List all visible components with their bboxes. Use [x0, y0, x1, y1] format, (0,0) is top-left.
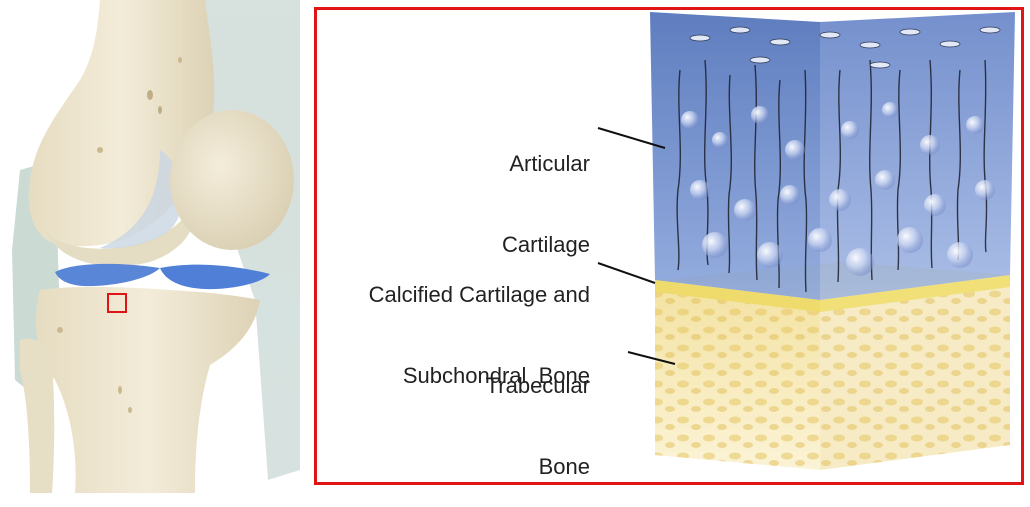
fibula-bone [20, 339, 54, 493]
knee-joint-illustration [0, 0, 310, 493]
label-trabecular-line1: Trabecular [440, 372, 590, 399]
meniscus-medial [55, 264, 160, 286]
label-trabecular-line2: Bone [440, 453, 590, 480]
tibia-bone [36, 287, 260, 493]
label-trabecular-bone: Trabecular Bone [440, 318, 590, 507]
label-articular-line1: Articular [440, 150, 590, 177]
patella-bone [170, 110, 294, 250]
label-calcified-line1: Calcified Cartilage and [310, 281, 590, 308]
